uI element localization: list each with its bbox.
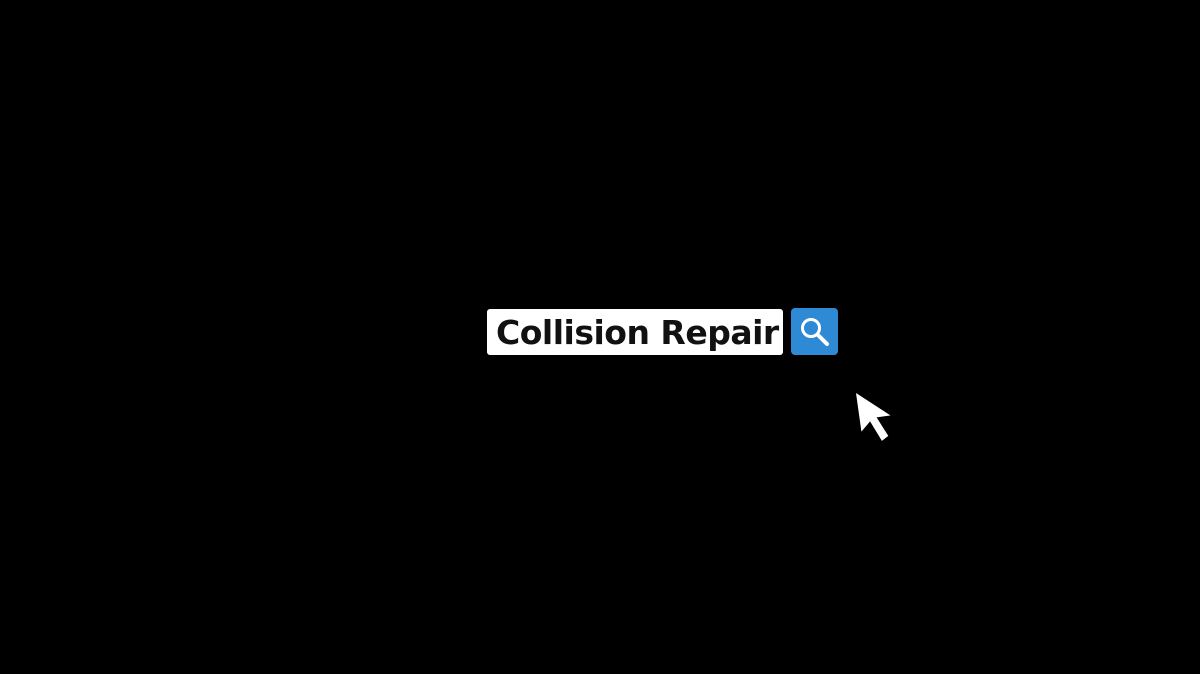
search-input[interactable]: Collision Repair <box>487 309 783 355</box>
search-input-value: Collision Repair <box>496 312 779 352</box>
mouse-pointer-icon <box>856 393 891 441</box>
search-icon <box>800 317 829 346</box>
search-button[interactable] <box>791 308 838 355</box>
